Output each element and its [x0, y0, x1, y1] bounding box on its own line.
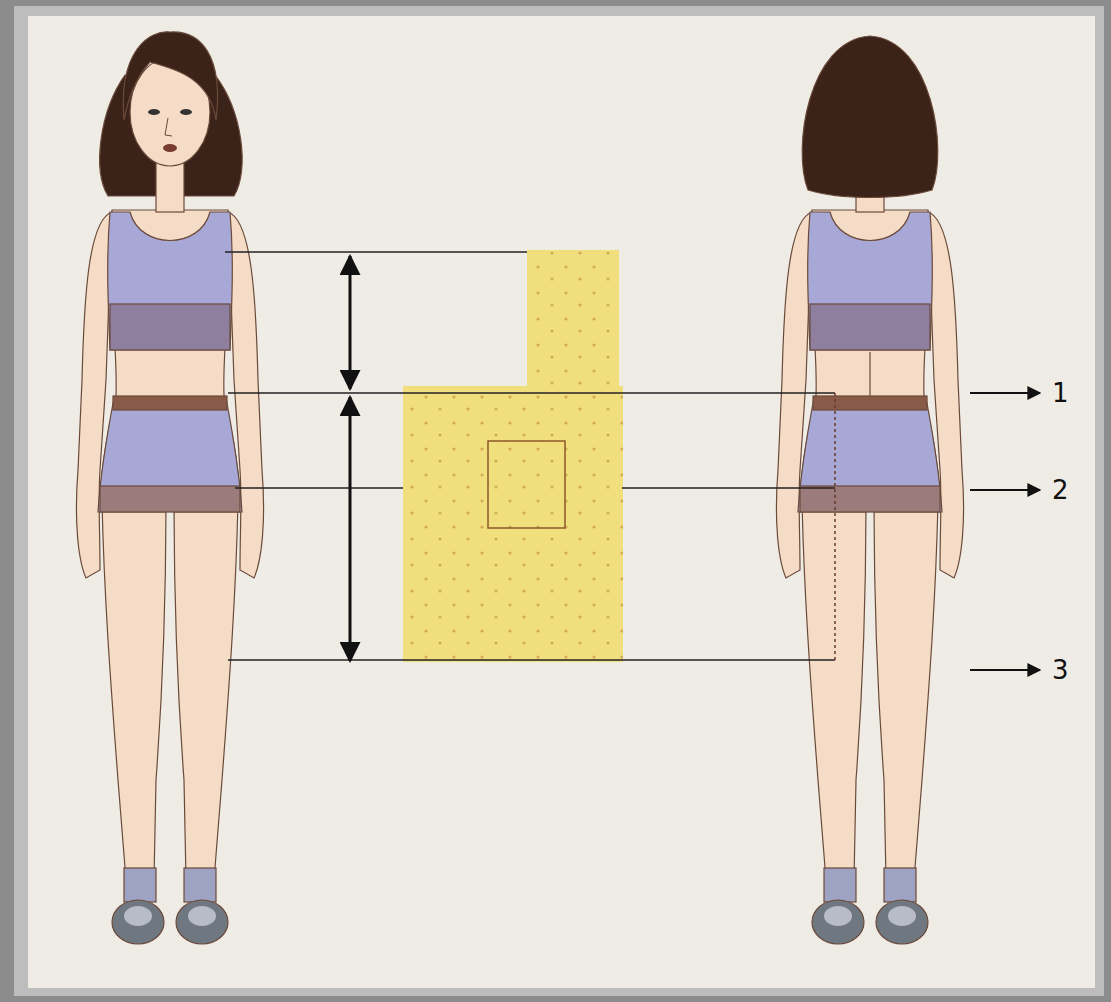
pattern-piece-skirt [403, 386, 623, 662]
background-panel [28, 16, 1095, 988]
pocket-outline [488, 441, 565, 528]
measure-line [235, 487, 403, 489]
measure-line [622, 487, 835, 489]
callout-number: 1 [1052, 378, 1069, 408]
dimension-arrow [349, 397, 352, 661]
measure-line [228, 659, 835, 661]
callout-arrow [970, 669, 1040, 671]
callout-number: 3 [1052, 655, 1069, 685]
length-line [834, 393, 836, 660]
dimension-arrow [349, 256, 352, 389]
pattern-piece-bodice [527, 250, 619, 386]
callout-arrow [970, 392, 1040, 394]
callout-number: 2 [1052, 475, 1069, 505]
callout-arrow [970, 489, 1040, 491]
measure-line [228, 392, 835, 394]
measure-line [225, 251, 527, 253]
back-figure [776, 36, 963, 944]
frame [14, 6, 1104, 996]
